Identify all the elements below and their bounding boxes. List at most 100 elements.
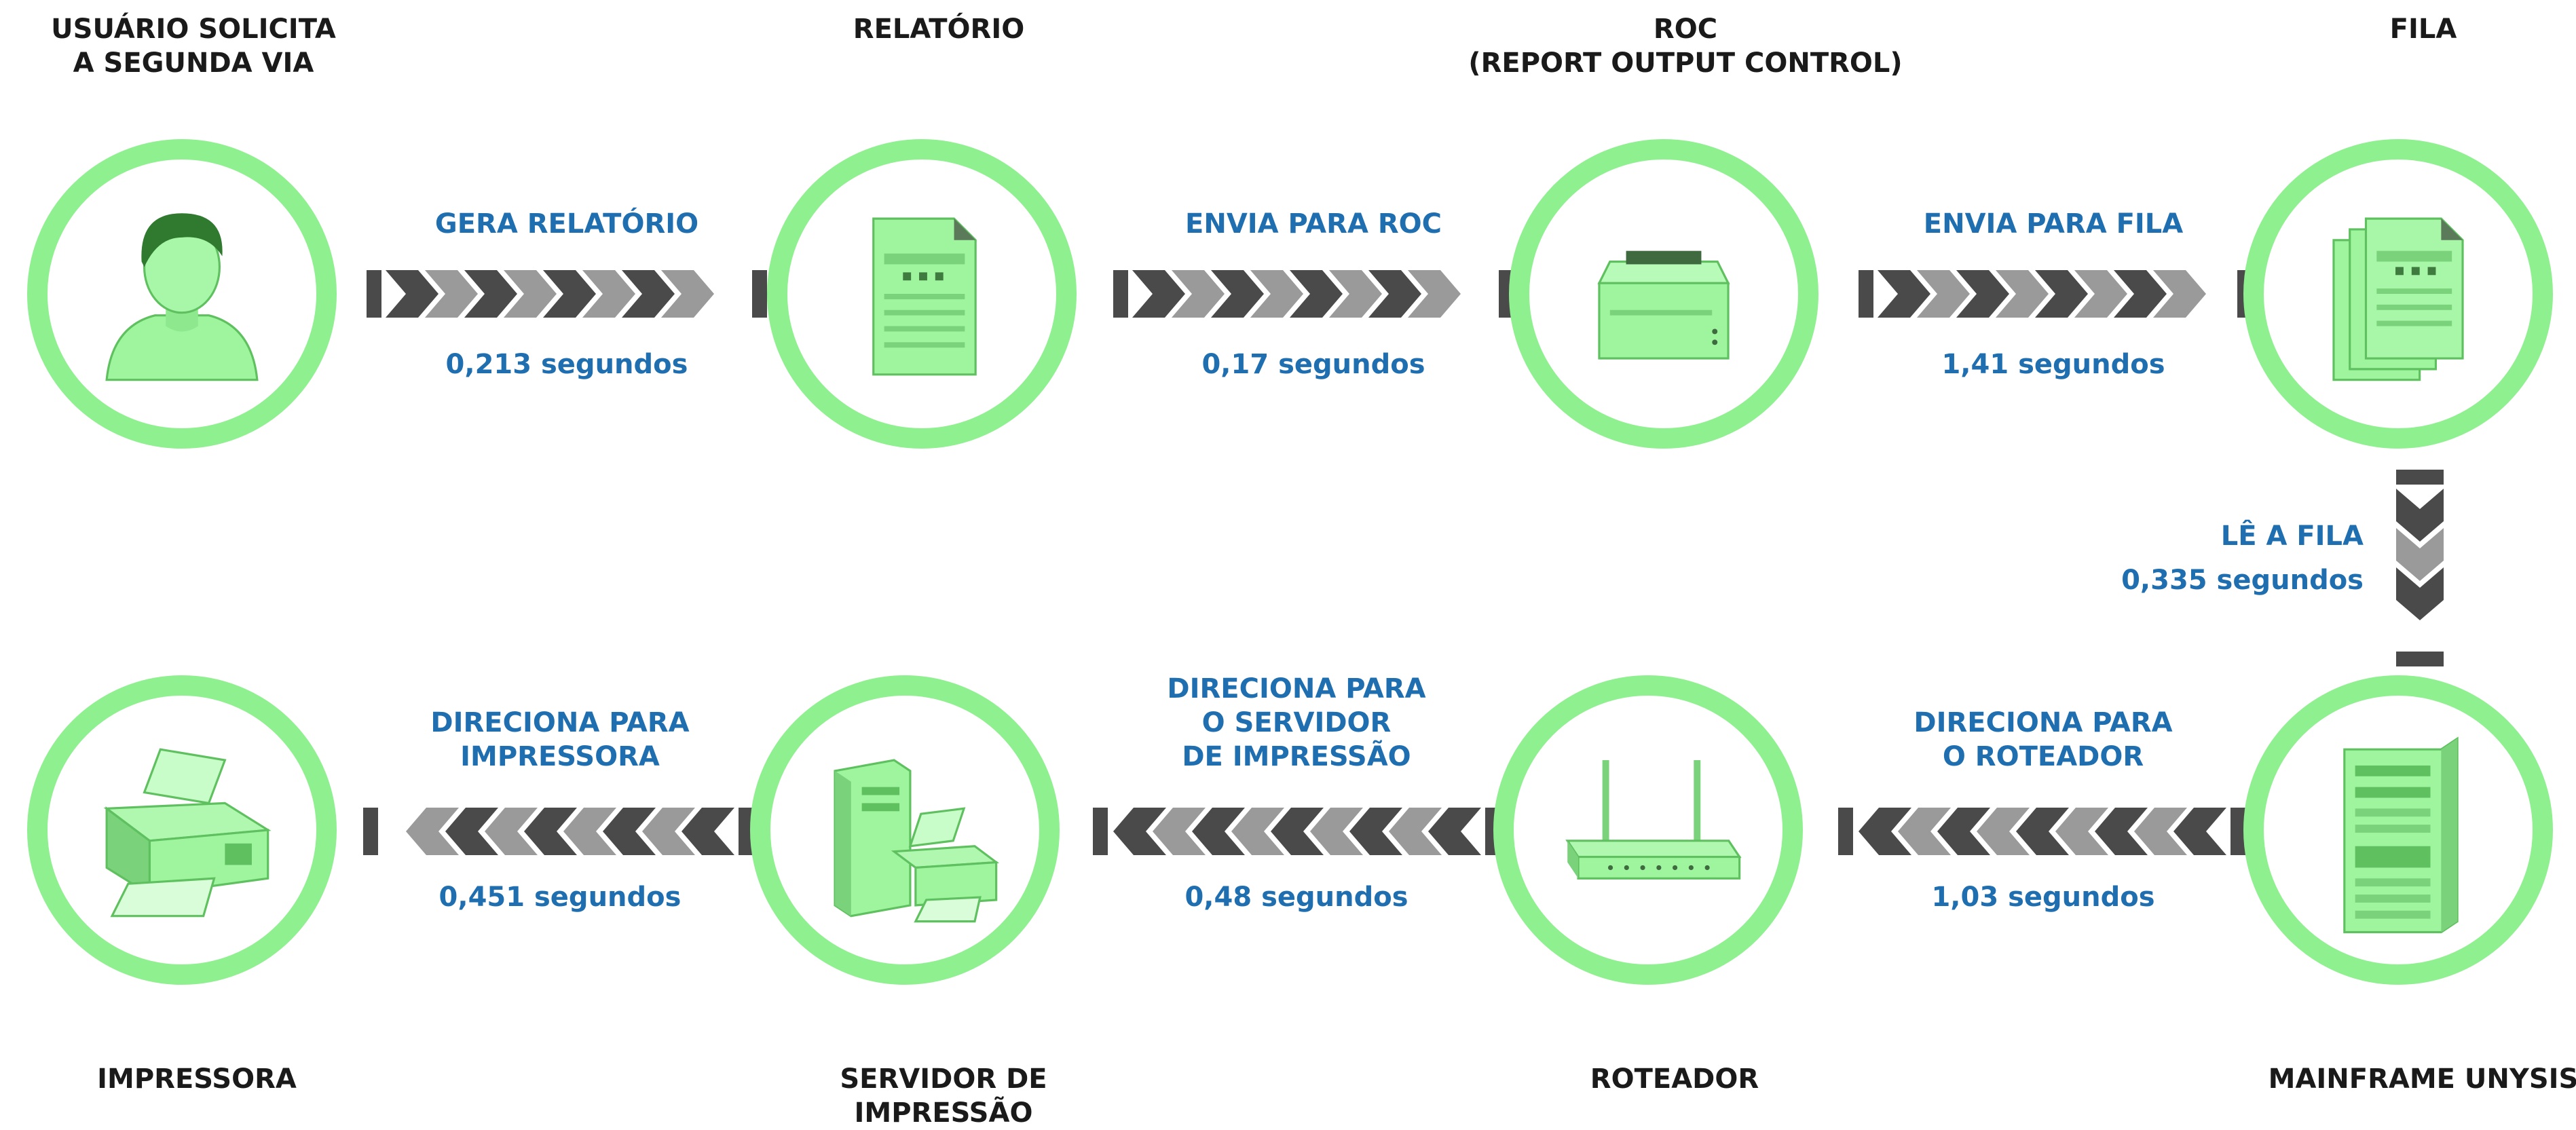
connector-chevron [1937,808,1990,855]
connector-cap [2230,808,2245,855]
connector-chevron [2396,528,2444,581]
step-time-le-fila: 0,335 segundos [2121,565,2364,596]
step-time-dir-roteador: 1,03 segundos [1931,882,2155,913]
connector-chevron [485,808,538,855]
connector-chevron [2396,489,2444,542]
connector-usuario-relatorio [367,270,767,318]
connector-chevron [464,270,517,318]
connector-chevron [1977,808,2030,855]
connector-chevron [2153,270,2206,318]
connector-chevron [1211,270,1264,318]
connector-chevron [504,270,557,318]
step-time-dir-impressora: 0,451 segundos [438,882,682,913]
connector-chevron [425,270,478,318]
node-impressora [27,675,337,985]
connector-chevron [1132,270,1185,318]
connector-chevron [1428,808,1481,855]
step-action-gera: GERA RELATÓRIO [434,208,699,240]
server-tower-icon [2343,736,2459,934]
node-title-fila: FILA [2389,14,2457,45]
connector-chevron [682,808,734,855]
router-icon [1565,760,1742,880]
node-relatorio [767,139,1077,449]
connector-chevron [1310,808,1363,855]
connector-chevron [661,270,714,318]
node-roc [1509,139,1818,449]
connector-chevron [2396,567,2444,620]
document-icon [872,217,977,376]
user-icon [105,213,259,381]
node-title-impressora: IMPRESSORA [97,1063,297,1095]
connector-cap [2396,652,2444,666]
node-title-servidor: SERVIDOR DE IMPRESSÃO [840,1063,1047,1129]
step-action-envia-fila: ENVIA PARA FILA [1923,208,2184,240]
node-title-usuario: USUÁRIO SOLICITA A SEGUNDA VIA [51,14,336,79]
connector-chevron [386,270,438,318]
connector-mainframe-roteador [1838,808,2245,855]
connector-chevron [582,270,635,318]
connector-chevron [1368,270,1421,318]
connector-chevron [406,808,459,855]
connector-chevron [1349,808,1402,855]
connector-chevron [524,808,577,855]
connector-chevron [1172,270,1225,318]
node-title-mainframe: MAINFRAME UNYSIS [2268,1063,2576,1095]
connector-chevron [1192,808,1245,855]
connector-chevron [642,808,695,855]
connector-chevron [2114,270,2167,318]
node-title-roc: ROC (REPORT OUTPUT CONTROL) [1468,14,1903,79]
stacked-documents-icon [2332,217,2464,381]
step-time-gera: 0,213 segundos [445,349,688,380]
step-action-envia-roc: ENVIA PARA ROC [1185,208,1442,240]
connector-chevron [563,808,616,855]
inkjet-printer-icon [103,748,272,918]
connector-relatorio-roc [1113,270,1514,318]
connector-roteador-servidor [1093,808,1500,855]
connector-cap [752,270,767,318]
connector-servidor-impressora [363,808,753,855]
connector-chevron [2016,808,2069,855]
connector-chevron [1113,808,1166,855]
connector-chevron [1956,270,2009,318]
connector-cap [363,808,378,855]
connector-chevron [1389,808,1442,855]
connector-chevron [622,270,675,318]
step-time-dir-servidor: 0,48 segundos [1184,882,1408,913]
connector-chevron [2134,808,2187,855]
step-action-dir-impressora: DIRECIONA PARA IMPRESSORA [430,707,690,772]
connector-chevron [1329,270,1382,318]
connector-chevron [2173,808,2226,855]
connector-chevron [2035,270,2088,318]
connector-chevron [1878,270,1930,318]
node-mainframe [2243,675,2553,985]
step-action-dir-servidor: DIRECIONA PARA O SERVIDOR DE IMPRESSÃO [1167,673,1426,772]
connector-cap [1859,270,1873,318]
node-roteador [1493,675,1803,985]
connector-chevron [1153,808,1206,855]
connector-cap [1093,808,1108,855]
connector-fila-mainframe [2396,470,2444,666]
connector-chevron [2074,270,2127,318]
connector-cap [1838,808,1853,855]
connector-chevron [2055,808,2108,855]
step-action-le-fila: LÊ A FILA [2220,521,2364,552]
connector-chevron [543,270,596,318]
node-title-relatorio: RELATÓRIO [853,14,1025,45]
step-time-envia-fila: 1,41 segundos [1941,349,2165,380]
connector-chevron [445,808,498,855]
step-time-envia-roc: 0,17 segundos [1201,349,1425,380]
connector-roc-fila [1859,270,2252,318]
print-server-icon [834,759,1000,923]
connector-chevron [1271,808,1324,855]
connector-chevron [2095,808,2148,855]
connector-chevron [1231,808,1284,855]
connector-cap [1113,270,1128,318]
connector-chevron [1917,270,1970,318]
printer-icon [1597,250,1730,360]
node-title-roteador: ROTEADOR [1590,1063,1759,1095]
connector-chevron [1859,808,1911,855]
node-usuario [27,139,337,449]
connector-chevron [1996,270,2049,318]
node-servidor [750,675,1060,985]
